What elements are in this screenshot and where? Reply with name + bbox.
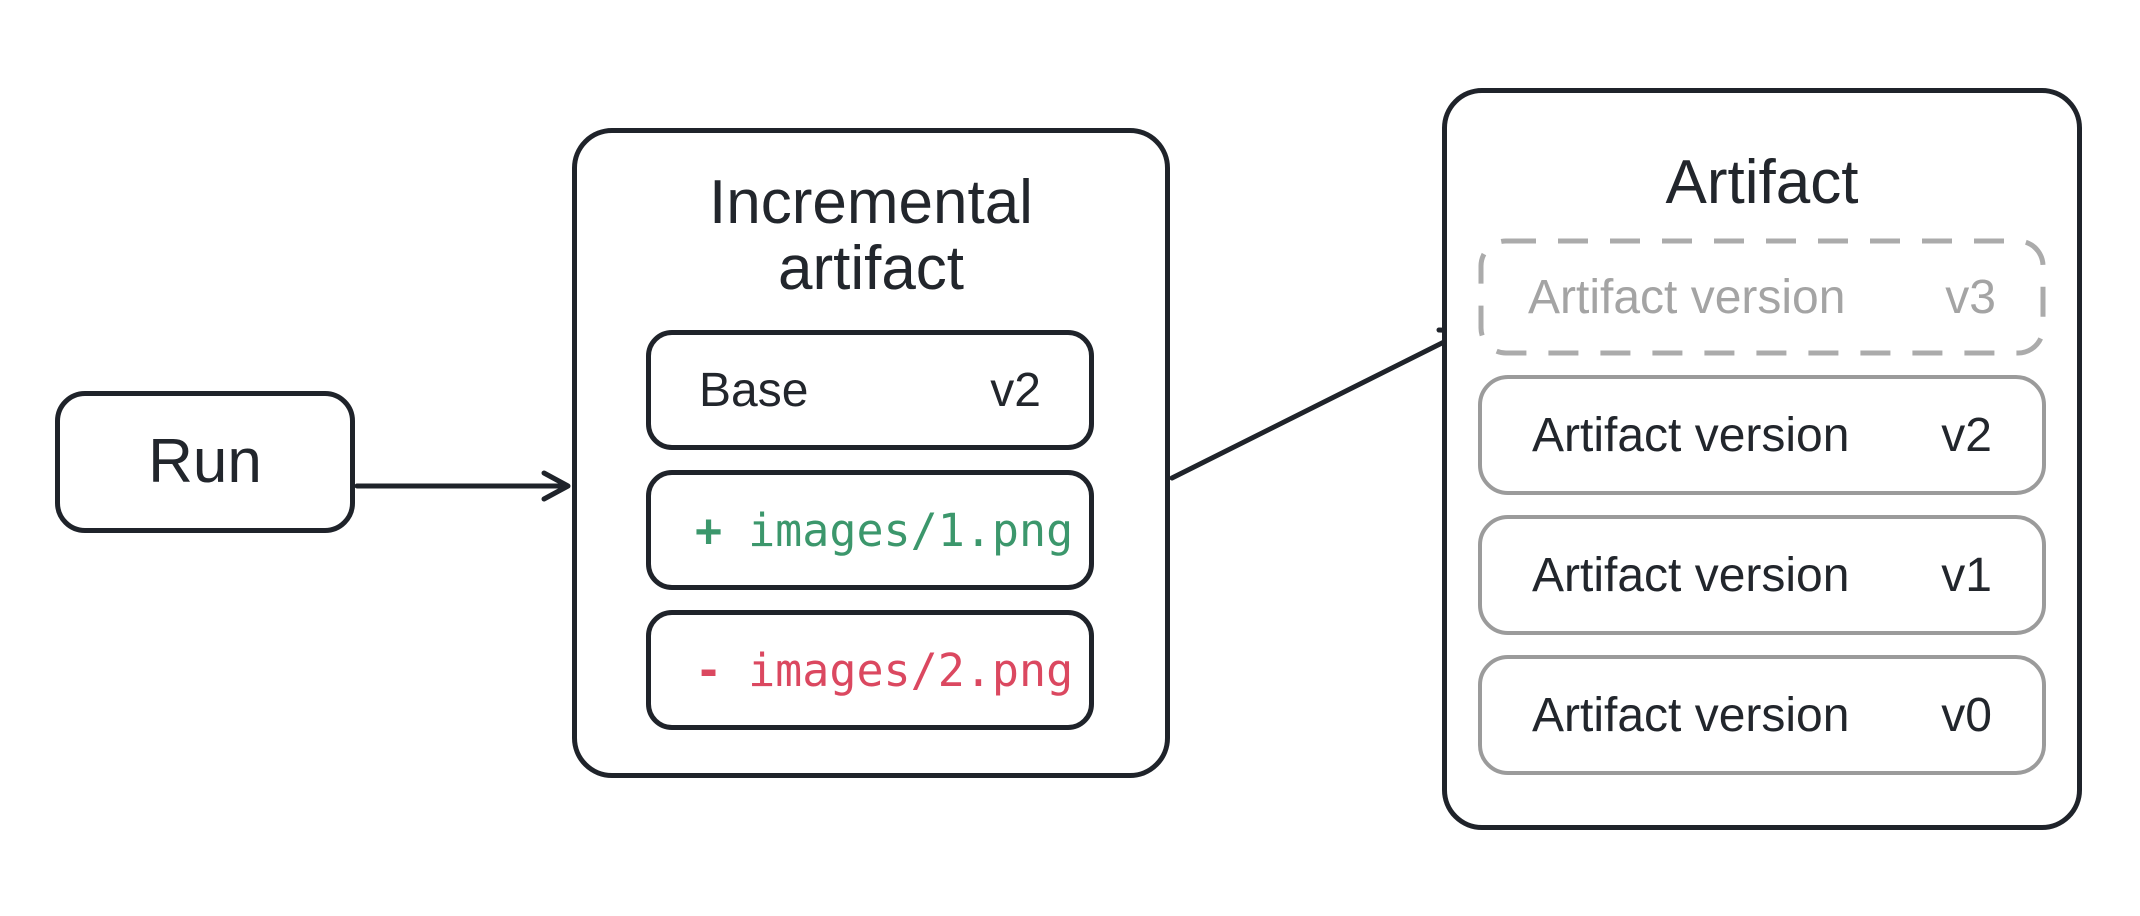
base-version-badge: v2: [990, 363, 1041, 417]
minus-sign-icon: -: [695, 643, 723, 697]
plus-sign-icon: +: [695, 503, 723, 557]
removed-file-path: images/2.png: [748, 643, 1074, 697]
diff-removed-row: - images/2.png: [646, 610, 1094, 730]
artifact-version-badge: v2: [1941, 408, 1992, 462]
artifact-version-row-v3-pending: Artifact version v3: [1478, 238, 2046, 356]
incremental-artifact-title: Incremental artifact: [572, 170, 1170, 302]
diff-added-row: + images/1.png: [646, 470, 1094, 590]
run-to-incremental-arrow: [354, 470, 571, 502]
base-version-row: Base v2: [646, 330, 1094, 450]
artifact-version-row-v0: Artifact version v0: [1478, 655, 2046, 775]
artifact-version-row-v1: Artifact version v1: [1478, 515, 2046, 635]
incremental-to-artifact-arrow: [1169, 327, 1469, 481]
artifact-version-label: Artifact version: [1528, 270, 1846, 324]
artifact-version-badge: v1: [1941, 548, 1992, 602]
incremental-title-line-2: artifact: [777, 234, 965, 303]
artifact-version-row-v2: Artifact version v2: [1478, 375, 2046, 495]
artifact-version-label: Artifact version: [1532, 688, 1850, 742]
run-label: Run: [148, 427, 262, 496]
run-box: Run: [55, 391, 355, 533]
artifact-version-label: Artifact version: [1532, 408, 1850, 462]
artifact-version-label: Artifact version: [1532, 548, 1850, 602]
base-label: Base: [699, 363, 809, 417]
incremental-title-line-1: Incremental: [709, 168, 1033, 237]
artifact-version-badge: v0: [1941, 688, 1992, 742]
artifact-version-badge: v3: [1945, 270, 1996, 324]
added-file-path: images/1.png: [748, 503, 1074, 557]
artifact-title: Artifact: [1665, 148, 1859, 217]
